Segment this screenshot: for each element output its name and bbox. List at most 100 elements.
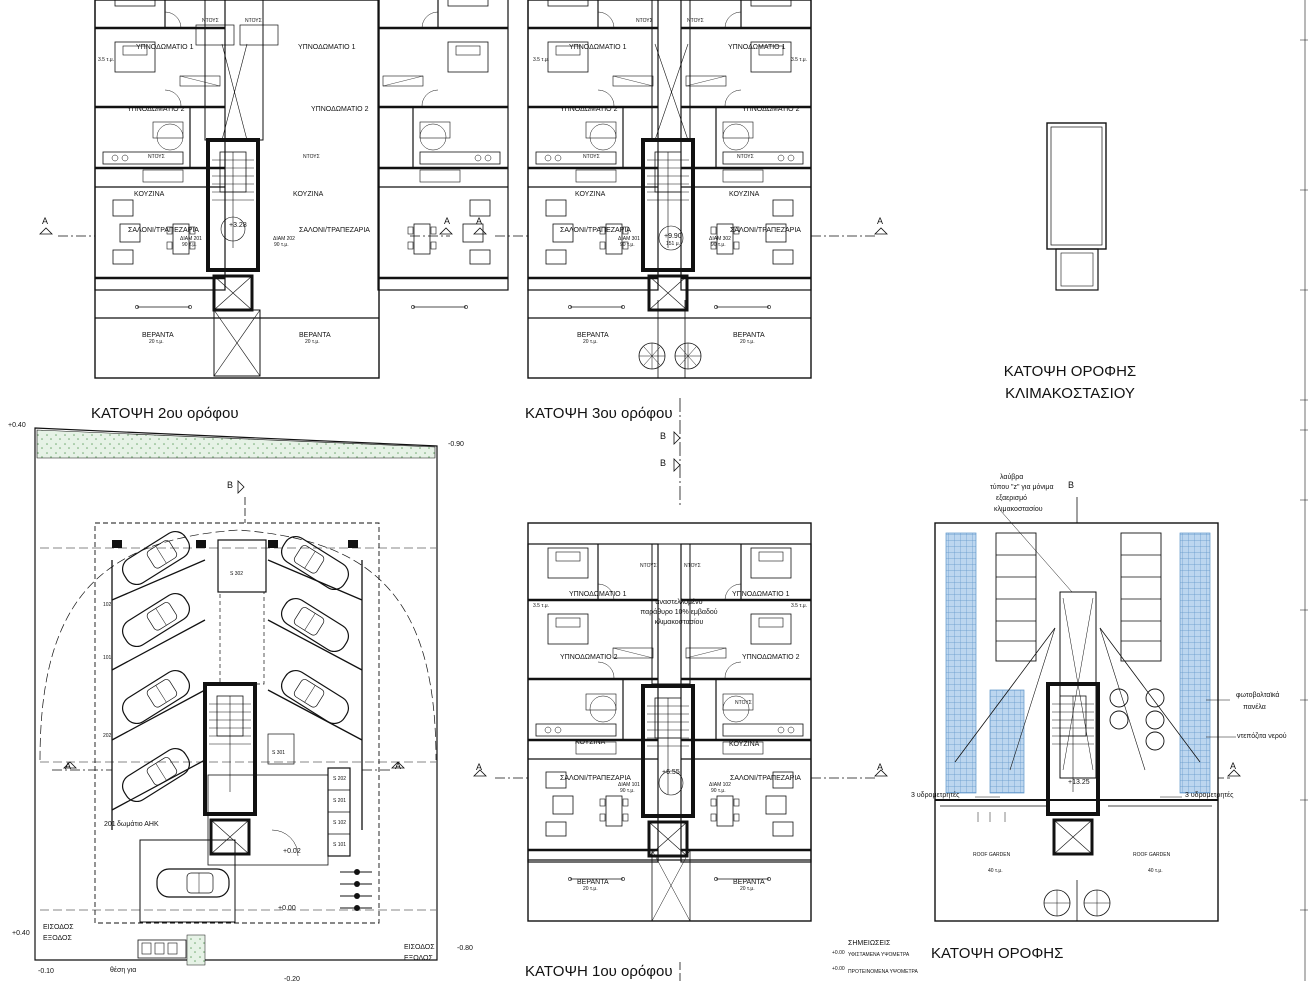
dimension-label: 3.5 τ.μ. bbox=[533, 57, 549, 63]
room-label: ΝΤΟΥΣ bbox=[303, 154, 320, 160]
room-label: ΥΠΝΟΔΩΜΑΤΙΟ 1 bbox=[298, 44, 356, 51]
room-label: ΝΤΟΥΣ bbox=[148, 154, 165, 160]
room-label: ΣΑΛΟΝΙ/ΤΡΑΠΕΖΑΡΙΑ bbox=[560, 227, 631, 234]
section-a-label: A bbox=[476, 216, 483, 226]
roof-garden-area: 40 τ.μ. bbox=[1148, 868, 1163, 874]
room-label: ΝΤΟΥΣ bbox=[245, 18, 262, 24]
solar-heater-row-right bbox=[1120, 532, 1162, 662]
room-label: ΥΠΝΟΔΩΜΑΤΙΟ 1 bbox=[732, 591, 790, 598]
level-label: +3.28 bbox=[229, 222, 247, 229]
room-label: ΥΠΝΟΔΩΜΑΤΙΟ 2 bbox=[560, 654, 618, 661]
room-label: ΚΟΥΖΙΝΑ bbox=[729, 741, 760, 748]
room-label: ΚΟΥΖΙΝΑ bbox=[575, 739, 606, 746]
plan-1-title: ΚΑΤΟΨΗ 1ου ορόφου bbox=[525, 963, 673, 980]
room-label: ΒΕΡΑΝΤΑ bbox=[299, 332, 331, 339]
room-label: ΒΕΡΑΝΤΑ bbox=[577, 879, 609, 886]
level-area: 151 μ. bbox=[666, 241, 681, 247]
dimension-label: 3.5 τ.μ. bbox=[791, 57, 807, 63]
room-label: ΥΠΝΟΔΩΜΑΤΙΟ 2 bbox=[742, 654, 800, 661]
exit-label: ΕΞΟΔΟΣ bbox=[43, 935, 72, 942]
section-a-label: A bbox=[877, 762, 884, 772]
section-b-label: B bbox=[1068, 480, 1075, 490]
room-label: ΝΤΟΥΣ bbox=[687, 18, 704, 24]
level-label: +0.40 bbox=[8, 422, 26, 429]
hatch-note-line4: κλιμακοστασίου bbox=[994, 506, 1043, 513]
entrance-label: ΕΙΣΟΔΟΣ bbox=[404, 944, 435, 951]
room-label: ΝΤΟΥΣ bbox=[737, 154, 754, 160]
room-label: ΝΤΟΥΣ bbox=[735, 700, 752, 706]
hatch-note-line3: εξαερισμό bbox=[996, 495, 1028, 502]
room-label: ΝΤΟΥΣ bbox=[583, 154, 600, 160]
entrance-label: ΕΙΣΟΔΟΣ bbox=[43, 924, 74, 931]
room-label: ΣΑΛΟΝΙ/ΤΡΑΠΕΖΑΡΙΑ bbox=[560, 775, 631, 782]
parking-label: 201 bbox=[104, 821, 116, 828]
pv-note-line1: φωτοβολταϊκά bbox=[1236, 692, 1280, 699]
unit-label: ΔΙΑΜ 202 bbox=[273, 236, 295, 242]
section-a-label: A bbox=[444, 216, 451, 226]
unit-label: ΔΙΑΜ 302 bbox=[709, 236, 731, 242]
meter-board-icon bbox=[340, 869, 372, 911]
plan-1st-floor bbox=[473, 522, 888, 981]
section-b-label: B bbox=[660, 431, 667, 441]
room-area: 20 τ.μ. bbox=[740, 339, 755, 345]
dimension-label: 3.5 τ.μ. bbox=[533, 603, 549, 609]
plan-ground-floor bbox=[34, 427, 438, 966]
room-label: ΚΟΥΖΙΝΑ bbox=[134, 191, 165, 198]
section-a-label: A bbox=[877, 216, 884, 226]
room-label: ΝΤΟΥΣ bbox=[684, 563, 701, 569]
section-b-label: B bbox=[660, 458, 667, 468]
dimension-label: 3.5 τ.μ. bbox=[791, 603, 807, 609]
water-tank-icon bbox=[1109, 688, 1165, 751]
level-label: +13.25 bbox=[1068, 779, 1090, 786]
stair-roof-title-line1: ΚΑΤΟΨΗ ΟΡΟΦΗΣ bbox=[1003, 363, 1137, 380]
storage-label: S 201 bbox=[333, 798, 347, 804]
plan-3rd-floor bbox=[473, 0, 888, 505]
roof-garden-label: ROOF GARDEN bbox=[1133, 852, 1171, 858]
room-label: ΥΠΝΟΔΩΜΑΤΙΟ 1 bbox=[569, 591, 627, 598]
legend-level: +0.00 bbox=[832, 966, 845, 972]
room-label: ΣΑΛΟΝΙ/ΤΡΑΠΕΖΑΡΙΑ bbox=[128, 227, 199, 234]
plan-3-title: ΚΑΤΟΨΗ 3ου ορόφου bbox=[525, 405, 673, 422]
hatch-note-line2: τύπου "z" για μόνιμα bbox=[990, 484, 1054, 491]
spiral-stair-icon bbox=[1043, 889, 1111, 917]
legend-heading: ΣΗΜΕΙΩΣΕΙΣ bbox=[848, 940, 891, 947]
storage-label: S 301 bbox=[272, 750, 286, 756]
storage-label: S 102 bbox=[333, 820, 347, 826]
water-meter-note: 3 υδρομετρητές bbox=[911, 792, 960, 799]
ahk-room-label: δωμάτιο ΑΗΚ bbox=[117, 821, 159, 828]
room-label: ΣΑΛΟΝΙ/ΤΡΑΠΕΖΑΡΙΑ bbox=[299, 227, 370, 234]
room-area: 20 τ.μ. bbox=[583, 339, 598, 345]
section-a-label: A bbox=[42, 216, 49, 226]
level-label: -0.90 bbox=[448, 441, 464, 448]
water-meter-note: 3 υδρομετρητές bbox=[1185, 792, 1234, 799]
stair-roof-title-line2: ΚΛΙΜΑΚΟΣΤΑΣΙΟΥ bbox=[1005, 385, 1135, 402]
legend-existing: ΥΦΙΣΤΑΜΕΝΑ ΥΨΟΜΕΤΡΑ bbox=[848, 952, 910, 958]
roof-garden-label: ROOF GARDEN bbox=[973, 852, 1011, 858]
room-label: ΥΠΝΟΔΩΜΑΤΙΟ 1 bbox=[569, 44, 627, 51]
roof-title: ΚΑΤΟΨΗ ΟΡΟΦΗΣ bbox=[931, 945, 1064, 962]
plan-stair-roof bbox=[1046, 122, 1107, 291]
plan-2nd-floor bbox=[39, 0, 510, 379]
room-label: ΒΕΡΑΝΤΑ bbox=[733, 332, 765, 339]
room-label: ΥΠΝΟΔΩΜΑΤΙΟ 2 bbox=[127, 106, 185, 113]
room-label: ΒΕΡΑΝΤΑ bbox=[577, 332, 609, 339]
level-label: +0.40 bbox=[12, 930, 30, 937]
unit-label: ΔΙΑΜ 102 bbox=[709, 782, 731, 788]
parking-label: 101 bbox=[103, 655, 112, 661]
section-a-label: A bbox=[395, 761, 402, 771]
water-tank-note: ντεπόζιτα νερού bbox=[1237, 733, 1287, 740]
storage-label: S 202 bbox=[333, 776, 347, 782]
unit-area: 90 τ.μ. bbox=[274, 242, 289, 248]
room-area: 20 τ.μ. bbox=[740, 886, 755, 892]
unit-area: 90 τ.μ. bbox=[711, 788, 726, 794]
section-a-label: A bbox=[65, 761, 72, 771]
room-label: ΝΤΟΥΣ bbox=[202, 18, 219, 24]
level-label: +0.00 bbox=[278, 905, 296, 912]
legend-proposed: ΠΡΟΤΕΙΝΟΜΕΝΑ ΥΨΟΜΕΤΡΑ bbox=[848, 969, 918, 975]
room-area: 20 τ.μ. bbox=[149, 339, 164, 345]
bins-label: θέση για bbox=[110, 967, 137, 974]
room-label: ΣΑΛΟΝΙ/ΤΡΑΠΕΖΑΡΙΑ bbox=[730, 227, 801, 234]
pv-note-line2: πανέλα bbox=[1243, 704, 1266, 711]
room-label: ΣΑΛΟΝΙ/ΤΡΑΠΕΖΑΡΙΑ bbox=[730, 775, 801, 782]
section-a-label: A bbox=[1230, 761, 1237, 771]
